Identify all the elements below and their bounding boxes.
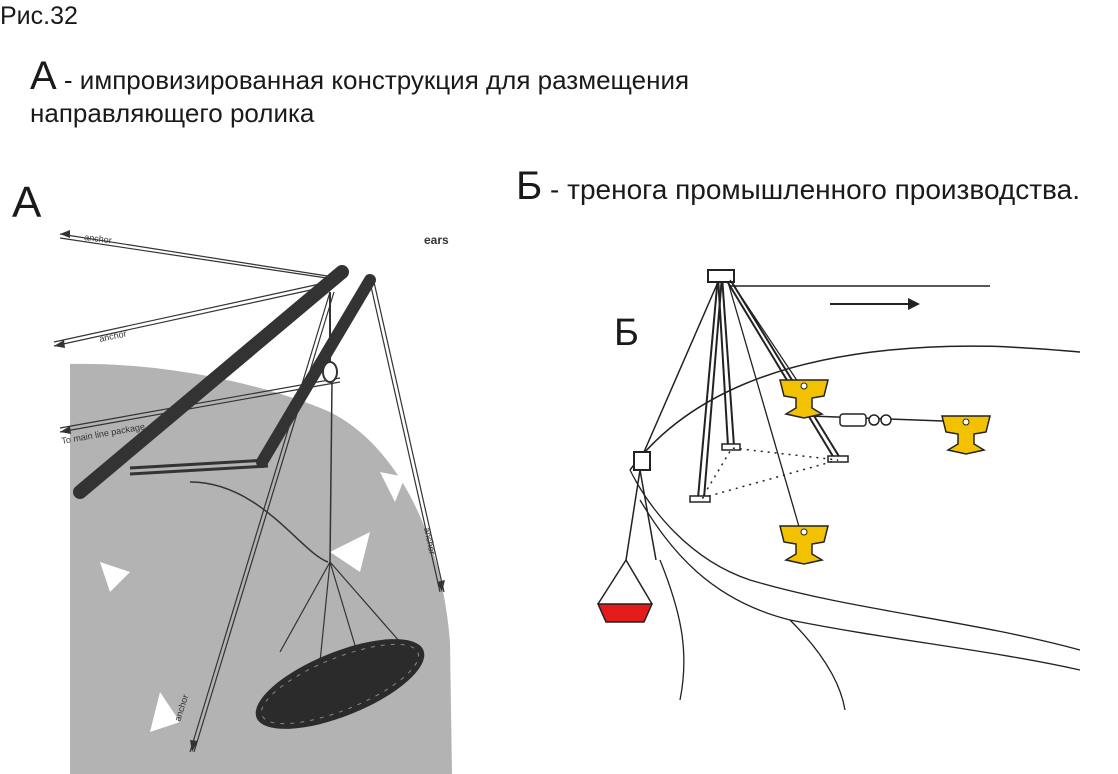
rock-highlight — [330, 532, 370, 572]
anchor-line — [59, 233, 341, 279]
shackle — [839, 413, 867, 427]
shackle-ring — [868, 414, 880, 426]
lowering-rope — [625, 469, 641, 561]
direction-arrow-head — [908, 298, 920, 310]
guy-line — [727, 281, 801, 531]
anchor-line — [373, 281, 445, 593]
caption-a-text-line2: направляющего ролика — [30, 98, 315, 128]
tripod-foot — [827, 455, 849, 463]
litter-rope — [319, 561, 331, 663]
litter — [255, 639, 425, 729]
cross-beam — [129, 458, 269, 470]
panel-b-label: Б — [614, 312, 639, 354]
tripod-foot — [689, 495, 711, 503]
litter-rope — [279, 561, 331, 653]
caption-b-text: тренога промышленного производства. — [567, 174, 1080, 205]
anchor-plate — [779, 525, 829, 565]
anchor-line — [59, 381, 341, 433]
caption-a-dash: - — [56, 65, 80, 95]
caption-b-letter: Б — [516, 164, 543, 208]
cliff-contour — [789, 619, 846, 710]
shackle-ring — [880, 414, 892, 426]
tripod-leg — [717, 275, 729, 447]
restraint-chain — [700, 447, 839, 500]
caption-a-letter: А — [30, 54, 57, 98]
lowering-rope — [643, 281, 719, 453]
pole — [256, 274, 376, 468]
cross-beam — [129, 464, 269, 476]
cliff-contour — [659, 559, 685, 701]
tripod-head — [707, 269, 735, 283]
tripod-leg — [723, 275, 835, 459]
anchor-plate-eye — [962, 418, 970, 426]
anchor-line — [189, 291, 331, 753]
cliff-contour — [639, 499, 1081, 671]
arrow-head — [437, 580, 445, 592]
tripod-leg — [727, 275, 841, 459]
figure-number: Рис.32 — [0, 2, 78, 30]
load-sling — [597, 558, 653, 605]
rock-highlight — [150, 692, 180, 732]
edge-roller — [633, 451, 651, 471]
anchor-line — [59, 377, 341, 429]
load-weight — [596, 603, 654, 623]
caption-b: Б - тренога промышленного производства. — [516, 164, 1080, 209]
panel-a-label: А — [12, 178, 42, 227]
anchor-line — [53, 279, 339, 343]
arrow-head — [54, 340, 65, 348]
panel-b-illustration — [596, 269, 1081, 710]
anchor-plate — [941, 415, 991, 455]
lowering-rope — [639, 469, 657, 561]
tripod-leg — [703, 275, 723, 499]
anchor-plate — [779, 379, 829, 419]
caption-b-dash: - — [542, 174, 568, 205]
anchor-line — [59, 237, 341, 281]
caption-a-text: импровизированная конструкция для размещ… — [79, 65, 690, 95]
litter-rope — [329, 381, 333, 563]
arrow-head — [60, 426, 71, 434]
rock-highlight — [100, 562, 130, 592]
anchor-line — [53, 283, 339, 347]
panel-a-illustration: anchor anchor To main line package ancho… — [53, 230, 452, 774]
annotation-cropped: ears — [424, 233, 449, 247]
anchor-plate-eye — [800, 528, 808, 536]
anchor-line — [369, 281, 441, 593]
tripod-foot — [721, 443, 741, 451]
pole — [73, 265, 349, 499]
litter-rope — [189, 481, 329, 563]
arrow-head — [190, 740, 198, 752]
cliff-edge — [629, 345, 1081, 471]
annotation-anchor-top: anchor — [84, 232, 113, 245]
tripod-leg — [721, 275, 735, 447]
rock-highlight — [380, 472, 405, 502]
litter-rope — [329, 561, 401, 643]
tripod-leg — [697, 275, 719, 499]
caption-a: А - импровизированная конструкция для ра… — [30, 56, 830, 130]
cliff-contour — [629, 469, 1081, 651]
arrow-head — [60, 230, 70, 238]
pulley — [322, 361, 338, 383]
anchor-plate-eye — [800, 382, 808, 390]
